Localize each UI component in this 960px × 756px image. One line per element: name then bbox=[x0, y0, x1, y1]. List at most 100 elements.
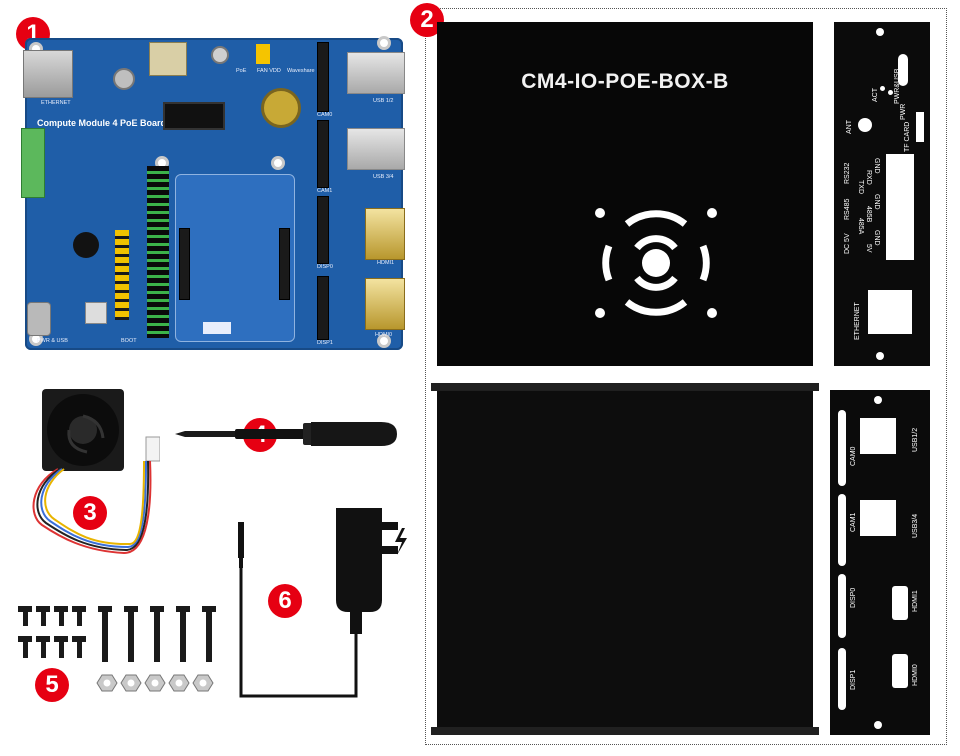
usb-c-port bbox=[27, 302, 51, 336]
ethernet-cutout bbox=[868, 290, 912, 334]
cam0-label: CAM0 bbox=[317, 112, 333, 118]
badge-6: 6 bbox=[268, 584, 302, 618]
mount-hole bbox=[271, 156, 285, 170]
cm4-poe-board: ETHERNET Compute Module 4 PoE Board (B) … bbox=[21, 36, 405, 350]
cam1-connector bbox=[317, 120, 329, 188]
gpio-header bbox=[147, 166, 169, 338]
hdmi1-cutout bbox=[892, 586, 908, 620]
fan-vdd-label: FAN VDD bbox=[257, 68, 281, 74]
usb12-label: USB1/2 bbox=[912, 427, 919, 452]
txd-label: TXD bbox=[857, 180, 864, 194]
hdmi1-port bbox=[365, 208, 405, 260]
ethernet-jack bbox=[23, 50, 73, 98]
cm4-connector bbox=[179, 228, 190, 300]
disp0-label: DISP0 bbox=[317, 264, 333, 270]
hdmi1-label: HDMI1 bbox=[912, 590, 919, 612]
cam0-label: CAM0 bbox=[850, 446, 857, 466]
boot-label: BOOT bbox=[121, 338, 137, 344]
capacitor bbox=[113, 68, 135, 90]
disp0-slot bbox=[838, 574, 846, 638]
hdmi0-port bbox=[365, 278, 405, 330]
act-label: ACT bbox=[872, 88, 879, 102]
shell-bottom-edge bbox=[431, 727, 819, 735]
antenna-hole bbox=[858, 118, 872, 132]
pwr-label: PWR bbox=[900, 103, 907, 120]
pwr-usb-label: PWR & USB bbox=[37, 338, 68, 344]
front-panel: CAM0 USB1/2 CAM1 USB3/4 DISP0 HDMI1 DISP… bbox=[830, 390, 930, 735]
rtc-battery bbox=[261, 88, 301, 128]
rxd-label: RXD bbox=[865, 170, 872, 185]
screwdriver-icon bbox=[175, 422, 397, 446]
pin-header bbox=[115, 230, 129, 320]
vent-icon bbox=[595, 208, 717, 318]
cam1-slot bbox=[838, 494, 846, 566]
mount-hole bbox=[377, 334, 391, 348]
terminal-block bbox=[21, 128, 45, 198]
cam0-slot bbox=[838, 410, 846, 486]
usb34-cutout bbox=[860, 500, 896, 536]
pwr-usb-label: PWR&USB bbox=[894, 68, 901, 104]
ethernet-label: ETHERNET bbox=[41, 100, 71, 106]
buzzer bbox=[73, 232, 99, 258]
fan-icon bbox=[32, 389, 160, 555]
screws-icon bbox=[18, 606, 216, 662]
usb-port-1-2 bbox=[347, 52, 405, 94]
case-top-lid: CM4-IO-POE-BOX-B bbox=[437, 22, 813, 366]
hdmi0-label: HDMI0 bbox=[375, 332, 393, 338]
usb34-label: USB 3/4 bbox=[373, 174, 394, 180]
ethernet-label: ETHERNET bbox=[854, 302, 861, 340]
tf-card-cutout bbox=[916, 112, 924, 142]
dc5v-label: DC 5V bbox=[844, 233, 851, 254]
case-body-shell bbox=[431, 383, 819, 735]
disp0-connector bbox=[317, 196, 329, 264]
capacitor bbox=[211, 46, 229, 64]
transformer bbox=[149, 42, 187, 76]
tf-card-slot bbox=[85, 302, 107, 324]
board-title: Compute Module 4 PoE Board (B) bbox=[37, 118, 181, 128]
rs485-label: RS485 bbox=[844, 198, 851, 220]
usb-c-cutout bbox=[898, 54, 908, 86]
power-adapter-icon bbox=[238, 508, 407, 698]
tf-card-label: TF CARD bbox=[904, 121, 911, 152]
rs232-label: RS232 bbox=[844, 162, 851, 184]
usb12-label: USB 1/2 bbox=[373, 98, 394, 104]
shell-top-edge bbox=[431, 383, 819, 391]
led-hole bbox=[880, 86, 885, 91]
terminal-cutout bbox=[886, 154, 914, 260]
badge-3: 3 bbox=[73, 496, 107, 530]
hdmi1-label: HDMI1 bbox=[377, 260, 395, 266]
usb-port-3-4 bbox=[347, 128, 405, 170]
panel-screw-hole bbox=[874, 396, 882, 404]
panel-screw-hole bbox=[874, 721, 882, 729]
disp1-slot bbox=[838, 648, 846, 710]
label-pad bbox=[203, 322, 231, 334]
lid-title: CM4-IO-POE-BOX-B bbox=[521, 70, 729, 93]
nuts-icon bbox=[96, 674, 214, 692]
rear-panel: PWR&USB ACT PWR ANT TF CARD RS232 GND RX… bbox=[834, 22, 930, 366]
disp1-connector bbox=[317, 276, 329, 340]
badge-5: 5 bbox=[35, 668, 69, 702]
gnd-label: GND bbox=[873, 158, 880, 174]
panel-screw-hole bbox=[876, 352, 884, 360]
disp0-label: DISP0 bbox=[850, 587, 857, 608]
cam1-label: CAM1 bbox=[317, 188, 333, 194]
485b-label: 485B bbox=[865, 206, 872, 223]
mount-hole bbox=[377, 36, 391, 50]
hdmi0-cutout bbox=[892, 654, 908, 688]
usb12-cutout bbox=[860, 418, 896, 454]
disp1-label: DISP1 bbox=[317, 340, 333, 346]
5v-label: 5V bbox=[865, 244, 872, 253]
485a-label: 485A bbox=[857, 218, 864, 235]
pcie-slot bbox=[163, 102, 225, 130]
cm4-socket-area bbox=[175, 174, 295, 342]
poe-label: PoE bbox=[236, 68, 247, 74]
waveshare-label: Waveshare bbox=[287, 68, 315, 74]
led-hole bbox=[888, 90, 893, 95]
cam1-label: CAM1 bbox=[850, 512, 857, 532]
cm4-connector bbox=[279, 228, 290, 300]
gnd-label: GND bbox=[873, 194, 880, 210]
case-kit-frame bbox=[425, 8, 947, 745]
ant-label: ANT bbox=[846, 120, 853, 134]
cam0-connector bbox=[317, 42, 329, 112]
hdmi0-label: HDMI0 bbox=[912, 664, 919, 686]
